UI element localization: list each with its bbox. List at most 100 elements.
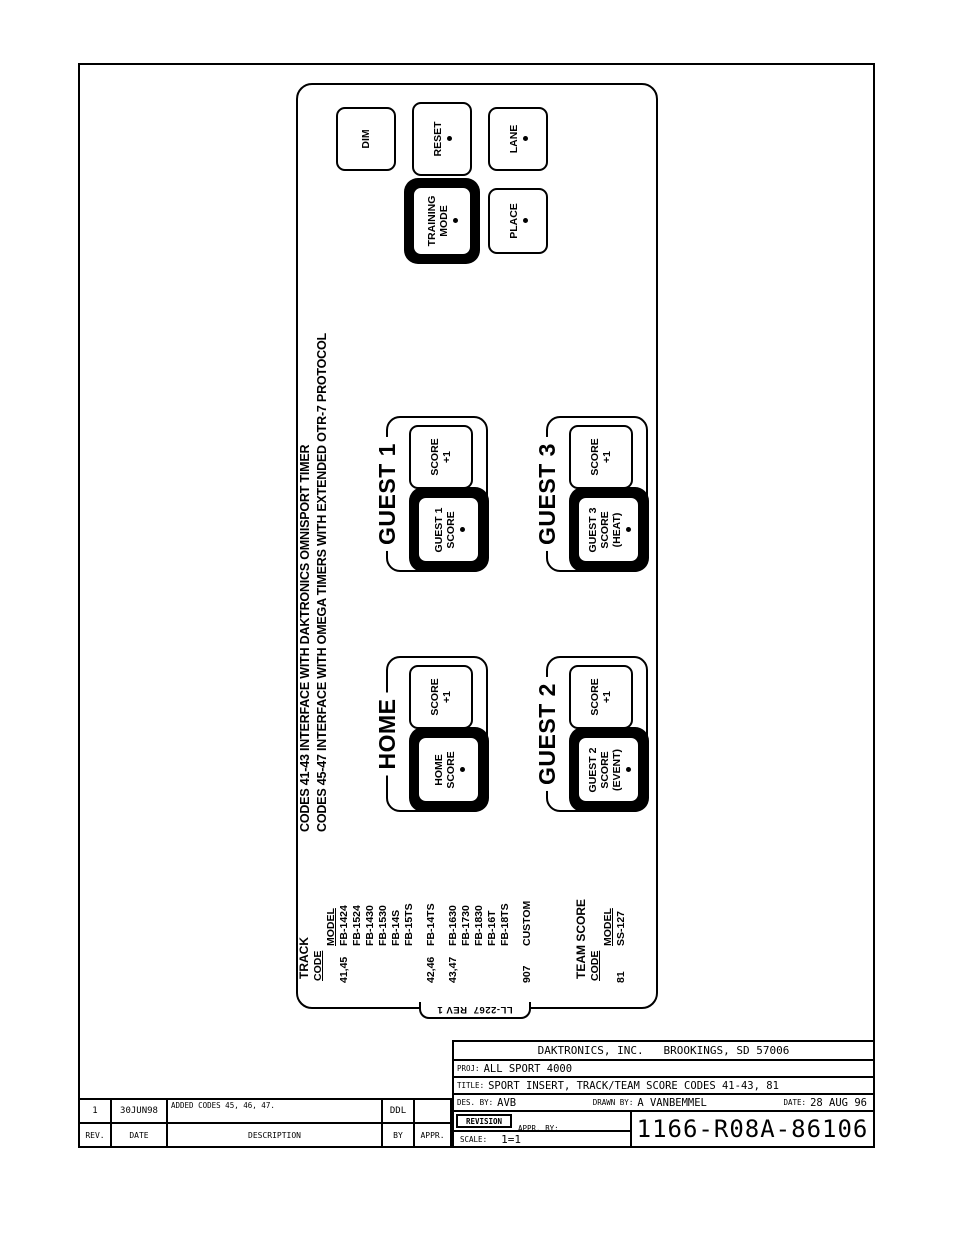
title-row: TITLE: SPORT INSERT, TRACK/TEAM SCORE CO… [454, 1078, 873, 1095]
code-model-row: FB-1830 [473, 841, 486, 1001]
company-name: DAKTRONICS, INC. BROOKINGS, SD 57006 [454, 1042, 873, 1061]
key-label: SCORE +1 [429, 438, 453, 476]
insert-tab: LL-2267 REV 1 [419, 1002, 531, 1019]
code-model-row: FB-14S [390, 841, 403, 1001]
code-value [351, 946, 364, 983]
code-column-header: CODE [312, 950, 324, 981]
title-value: SPORT INSERT, TRACK/TEAM SCORE CODES 41-… [488, 1079, 779, 1092]
team-table-rows: 81 SS-127 [615, 841, 628, 1001]
code-model-row: FB-1524 [351, 841, 364, 1001]
code-model-row: FB-18TS [499, 841, 512, 1001]
key-label: HOME SCORE [432, 751, 457, 789]
indicator-dot [625, 767, 631, 773]
code-value [473, 946, 486, 983]
model-value: FB-1524 [351, 905, 363, 946]
title-block-bottom: REVISION APPR. BY: SCALE: 1=1 1166-R08A-… [454, 1112, 873, 1146]
model-value: FB-1630 [447, 905, 459, 946]
code-model-row: FB-1730 [460, 841, 473, 1001]
rev-header: REV. [80, 1124, 112, 1146]
key-pad: GUEST 3 SCORE (HEAT) [568, 487, 649, 573]
code-model-row: 43,47 FB-1630 [447, 841, 460, 1001]
code-value [377, 946, 390, 983]
scale-value: 1=1 [501, 1132, 521, 1146]
appr-cell [415, 1100, 450, 1122]
key-label: PLACE [508, 203, 520, 239]
key-guest1-score: GUEST 1 SCORE [417, 496, 480, 564]
code-model-row: FB-15TS [403, 841, 416, 1001]
des-by-value: AVB [497, 1096, 517, 1109]
interface-notes: CODES 41-43 INTERFACE WITH DAKTRONICS OM… [297, 333, 330, 832]
model-value: FB-14TS [425, 903, 437, 946]
group-guest1: GUEST 1 GUEST 1 SCORE SCORE +1 [374, 416, 489, 573]
description-cell: ADDED CODES 45, 46, 47. [168, 1100, 383, 1122]
proj-label: PROJ: [457, 1064, 480, 1073]
drawn-by-label: DRAWN BY: [592, 1098, 634, 1107]
code-value [390, 946, 403, 983]
appr-by-cell: APPR. BY: [518, 1116, 563, 1135]
key-label: SCORE +1 [429, 678, 453, 716]
key-pad: GUEST 2 SCORE (EVENT) [568, 727, 649, 813]
model-value: SS-127 [615, 910, 627, 946]
key-home-score: HOME SCORE [417, 736, 480, 804]
model-value: FB-1430 [364, 905, 376, 946]
group-guest1-label: GUEST 1 [374, 437, 400, 551]
key-guest3-score-plus1: SCORE +1 [569, 425, 633, 489]
revision-row: 1 30JUN98 ADDED CODES 45, 46, 47. DDL [80, 1100, 450, 1124]
code-model-row: 81 SS-127 [615, 841, 628, 1001]
code-value [460, 946, 473, 983]
key-label: SCORE +1 [589, 678, 613, 716]
key-pad: HOME SCORE [408, 727, 489, 813]
scale-row: SCALE: 1=1 [454, 1130, 630, 1146]
drawing-number: 1166-R08A-86106 [636, 1115, 869, 1143]
key-place: PLACE [488, 188, 548, 254]
code-value [499, 946, 512, 983]
indicator-dot [523, 218, 528, 224]
key-pad: TRAINING MODE [404, 178, 480, 264]
appr-by-label: APPR. BY: [518, 1124, 559, 1133]
indicator-dot [625, 527, 631, 533]
key-guest3-score: GUEST 3 SCORE (HEAT) [577, 496, 640, 564]
date-cell: 30JUN98 [112, 1100, 168, 1122]
model-value: FB-14S [390, 909, 402, 946]
key-label: GUEST 2 SCORE (EVENT) [586, 747, 623, 793]
key-guest1-score-plus1: SCORE +1 [409, 425, 473, 489]
description-header: DESCRIPTION [168, 1124, 383, 1146]
key-pad: GUEST 1 SCORE [408, 487, 489, 573]
model-column-header: MODEL [602, 908, 614, 946]
key-guest2-score: GUEST 2 SCORE (EVENT) [577, 736, 640, 804]
model-value: FB-1730 [460, 905, 472, 946]
model-value: FB-1530 [377, 905, 389, 946]
indicator-dot [459, 527, 465, 533]
group-guest2-label: GUEST 2 [534, 677, 560, 791]
key-label: RESET [432, 121, 444, 157]
key-label: LANE [508, 124, 520, 154]
code-column-header: CODE [589, 950, 601, 981]
scale-label: SCALE: [460, 1134, 488, 1144]
group-guest3: GUEST 3 GUEST 3 SCORE (HEAT) SCORE +1 [534, 416, 649, 573]
by-header: BY [383, 1124, 415, 1146]
date-header: DATE [112, 1124, 168, 1146]
model-value: FB-15TS [403, 903, 415, 946]
drawn-by-value: A VANBEMMEL [637, 1096, 707, 1109]
key-training-mode: TRAINING MODE [412, 186, 472, 256]
code-model-row: FB-1430 [364, 841, 377, 1001]
code-value [486, 946, 499, 983]
model-value: FB-16T [486, 910, 498, 946]
indicator-dot [447, 136, 452, 142]
code-value [403, 946, 416, 983]
code-value: 907 [521, 965, 533, 983]
project-row: PROJ: ALL SPORT 4000 [454, 1061, 873, 1078]
model-value: FB-1424 [338, 905, 350, 946]
appr-header: APPR. [420, 1130, 445, 1140]
model-value: FB-18TS [499, 903, 511, 946]
key-label: TRAINING MODE [426, 195, 450, 247]
indicator-dot [453, 218, 458, 224]
code-value: 81 [615, 971, 627, 983]
code-value: 43,47 [447, 956, 459, 983]
group-guest2: GUEST 2 GUEST 2 SCORE (EVENT) SCORE +1 [534, 656, 649, 813]
